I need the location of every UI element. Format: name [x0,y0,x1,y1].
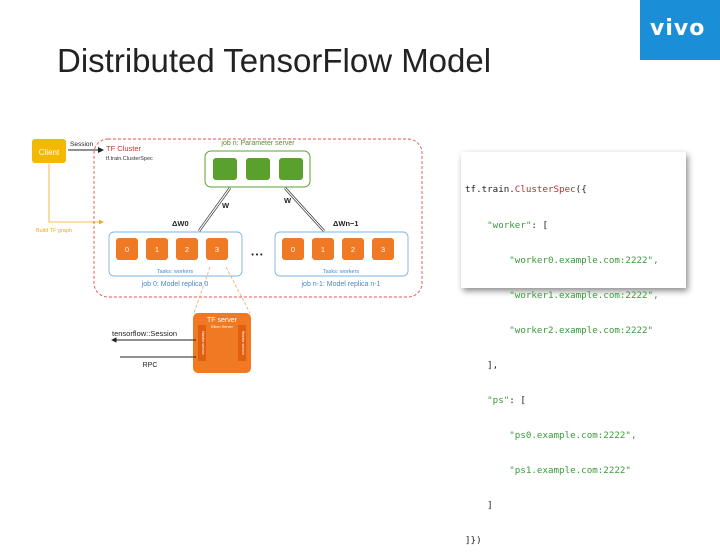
replica0-task-label-3: 3 [215,245,219,254]
replica0-task-2 [176,238,198,260]
replica0-task-label-2: 2 [185,245,189,254]
tasks-workers-left: Tasks: workers [157,269,194,275]
worker-service-label: Worker service [241,331,245,355]
replicaN-task-label-3: 3 [381,245,385,254]
delta-w0-label: ΔW0 [172,219,189,228]
session-label: Session [70,141,94,148]
build-graph-label: Build TF graph [36,228,72,234]
worker-service-strip [238,325,246,361]
delta-wn-label: ΔWn−1 [333,219,359,228]
replica0-task-3 [206,238,228,260]
logo-text: vivo [650,16,706,41]
code-line-3: "worker0.example.com:2222", [509,254,659,266]
replicaN-task-2 [342,238,364,260]
ps-task-1 [213,158,237,180]
cluster-title: TF Cluster [106,144,142,153]
master-service-label: Master service [201,331,205,354]
replicaN-label: job n-1: Model replica n-1 [301,281,381,288]
session-api-label: tensorflow::Session [112,329,177,338]
replicaN-task-label-2: 2 [351,245,355,254]
code-line-1: tf.train.ClusterSpec({ [465,184,587,196]
tf-server-box [193,313,251,373]
replica0-task-label-1: 1 [155,245,159,254]
replicaN-task-0 [282,238,304,260]
replica0-task-1 [146,238,168,260]
code-line-7: "ps": [ [487,394,526,406]
code-line-2: "worker": [ [487,219,549,231]
replica0-task-label-0: 0 [125,245,129,254]
ellipsis: • • • [251,252,263,259]
ps-task-2 [246,158,270,180]
ps-job-label: job n: Parameter server [220,140,295,147]
build-graph-arrow [48,164,104,225]
tasks-workers-right: Tasks: workers [323,269,360,275]
w-left-label: W [222,201,230,210]
replicaN-task-3 [372,238,394,260]
code-line-9: "ps1.example.com:2222" [509,465,631,477]
cluster-spec-label: tf.train.ClusterSpec [106,156,153,162]
master-service-strip [198,325,206,361]
code-line-11: ]}) [465,535,482,547]
code-line-4: "worker1.example.com:2222", [509,289,659,301]
replica0-task-0 [116,238,138,260]
w-right-label: W [284,196,292,205]
rpc-label: RPC [143,362,158,369]
client-label: Client [39,148,60,157]
replica0-label: job 0: Model replica 0 [141,281,209,288]
code-line-6: ], [487,359,499,371]
replicaN-task-1 [312,238,334,260]
cluster-spec-code: tf.train.ClusterSpec({ "worker": [ "work… [461,152,686,546]
replicaN-task-label-1: 1 [321,245,325,254]
zoom-line-right [225,266,251,314]
client-box [32,139,66,163]
architecture-diagram: Client Session Build TF graph TF Cluster… [32,138,423,373]
slide-title: Distributed TensorFlow Model [57,42,492,79]
vivo-logo: vivo [640,0,720,60]
ps-task-3 [279,158,303,180]
code-line-5: "worker2.example.com:2222" [509,324,654,336]
code-line-8: "ps0.example.com:2222", [509,430,637,442]
zoom-line-left [193,266,211,314]
tf-server-title: TF server [207,317,238,324]
tf-cluster-border [93,138,423,298]
tf-server-subtitle: Eiken Server [211,325,233,329]
code-line-10: ] [487,500,493,512]
replicaN-task-label-0: 0 [291,245,295,254]
